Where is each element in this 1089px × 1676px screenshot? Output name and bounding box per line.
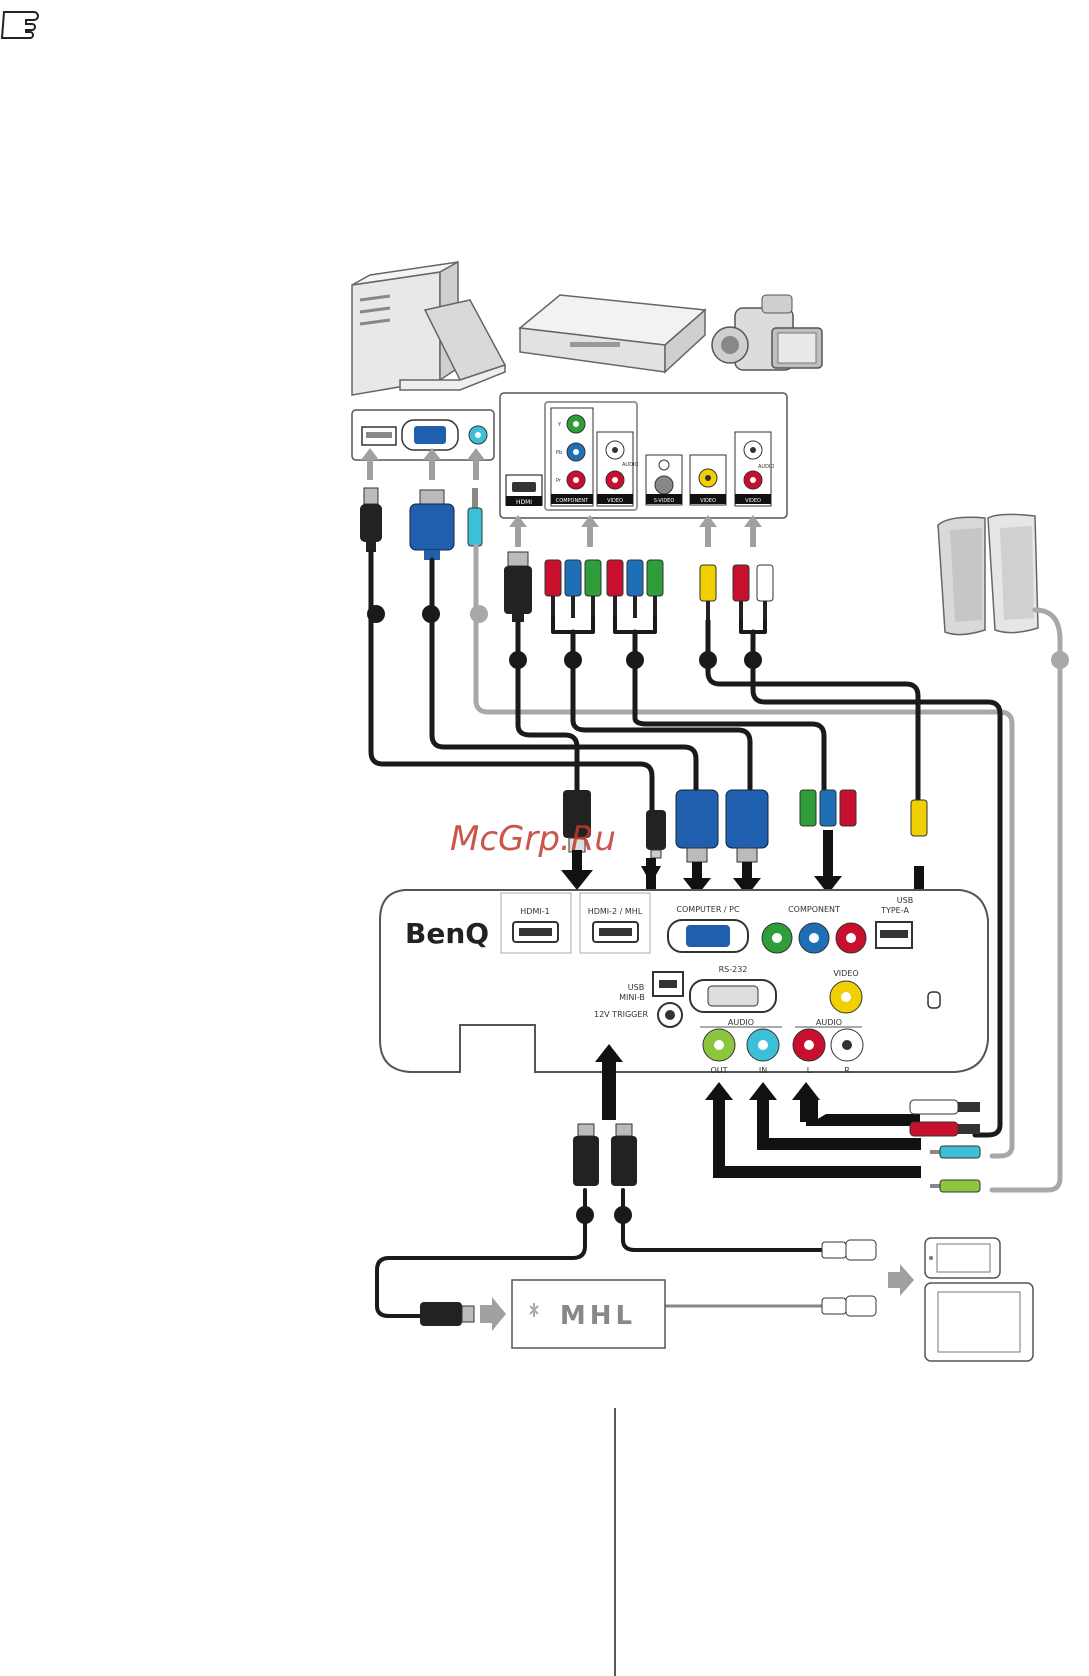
port-video-label: VIDEO	[833, 969, 858, 978]
av-video2-label: VIDEO	[700, 498, 716, 504]
smartphone-icon	[925, 1238, 1000, 1278]
note-icon	[2, 12, 38, 38]
usb-plug-top	[360, 488, 382, 552]
port-component-label: COMPONENT	[788, 905, 840, 914]
projector-rear-panel: BenQ HDMI-1 HDMI-2 / MHL COMPUTER / PC C…	[380, 890, 988, 1075]
av-audio2-label: AUDIO	[758, 464, 774, 470]
port-audio-in-label: IN	[759, 1066, 767, 1075]
tablet-icon	[925, 1283, 1033, 1361]
av-video1-label: VIDEO	[607, 498, 623, 504]
audio-jack-top	[468, 488, 482, 546]
av-svideo-label: S-VIDEO	[654, 498, 675, 504]
rca-plugs-component	[545, 560, 663, 618]
port-hdmi1-label: HDMI-1	[520, 907, 549, 916]
dvd-player-icon	[520, 295, 705, 372]
usb-plugs-devices	[822, 1240, 914, 1316]
port-audio-l-label: L	[807, 1066, 812, 1075]
mhl-plugs	[573, 1124, 637, 1186]
brand-logo: BenQ	[405, 917, 489, 950]
av-component-label: COMPONENT	[556, 498, 589, 504]
port-rs232-label: RS-232	[719, 965, 748, 974]
hdmi-plug-top	[504, 552, 532, 622]
port-usb-a-label-2: TYPE-A	[880, 906, 909, 915]
watermark: McGrp.Ru	[450, 819, 616, 859]
speakers-icon	[938, 514, 1038, 634]
port-hdmi2-label: HDMI-2 / MHL	[588, 907, 643, 916]
port-trigger-label: 12V TRIGGER	[594, 1010, 648, 1019]
port-audio-out-label: OUT	[710, 1066, 727, 1075]
port-usb-a-label-1: USB	[897, 896, 913, 905]
port-audio-group1-label: AUDIO	[728, 1018, 754, 1027]
av-port-panel: HDMI Y Pb Pr COMPONENT AUDIO VIDEO S-VID…	[500, 393, 787, 518]
port-audio-r-label: R	[844, 1066, 850, 1075]
av-hdmi-label: HDMI	[516, 499, 532, 506]
vga-plug-top	[410, 490, 454, 560]
av-audio-label: AUDIO	[622, 462, 638, 468]
rca-plugs-video-audio	[700, 565, 773, 621]
plugs-to-projector	[563, 790, 927, 862]
av-pb-label: Pb	[556, 450, 562, 456]
mhl-label: MHL	[560, 1301, 636, 1331]
port-computer-label: COMPUTER / PC	[676, 905, 740, 914]
port-usb-mini-label-2: MINI-B	[619, 993, 645, 1002]
av-video3-label: VIDEO	[745, 498, 761, 504]
port-audio-group2-label: AUDIO	[816, 1018, 842, 1027]
port-usb-mini-label-1: USB	[628, 983, 644, 992]
mhl-adapter: MHL	[420, 1280, 665, 1348]
camcorder-icon	[712, 295, 822, 370]
